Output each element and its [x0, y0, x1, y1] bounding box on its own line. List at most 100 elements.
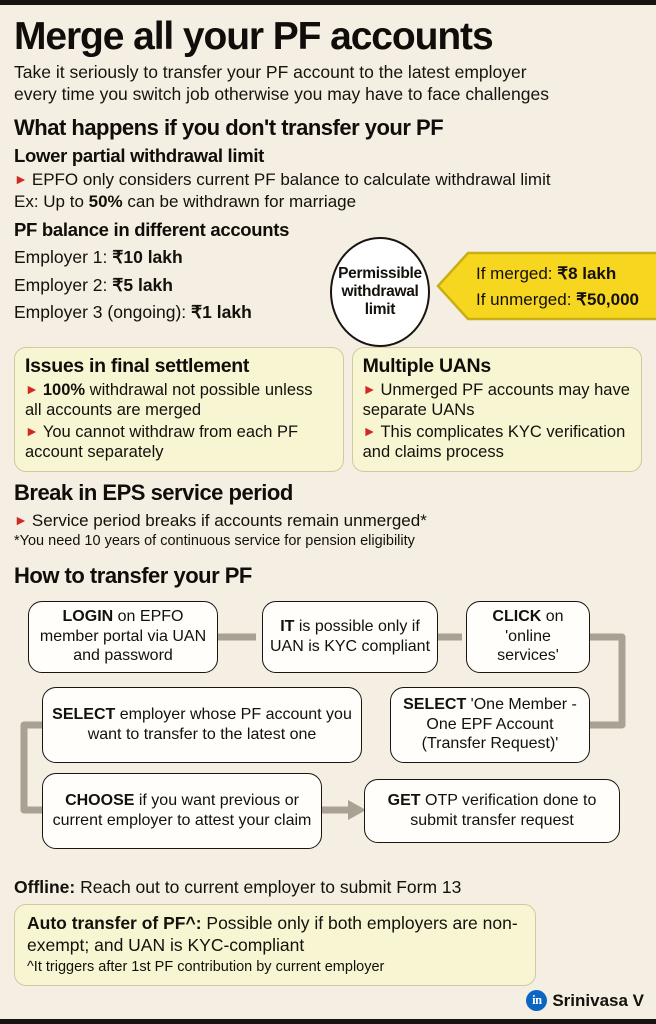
- example-prefix: Ex: Up to: [14, 191, 89, 211]
- circle-line-3: limit: [364, 301, 396, 319]
- auto-transfer-label: Auto transfer of PF^:: [27, 912, 202, 933]
- issues-final-settlement-box: Issues in final settlement ►100% withdra…: [14, 347, 344, 472]
- flow-step-click-bold: CLICK: [492, 608, 542, 626]
- flow-step-get-otp-text: GET OTP verification done to submit tran…: [371, 791, 613, 830]
- uans-bullet-1: ►Unmerged PF accounts may have separate …: [363, 380, 631, 420]
- flow-step-select-one-member[interactable]: SELECT 'One Member - One EPF Account (Tr…: [390, 686, 590, 763]
- offline-note: Offline: Reach out to current employer t…: [14, 877, 642, 898]
- flow-step-it-text: IT is possible only if UAN is KYC compli…: [269, 617, 431, 656]
- offline-text: Reach out to current employer to submit …: [75, 876, 462, 897]
- triangle-bullet-icon: ►: [14, 511, 28, 528]
- lower-limit-bullet-text: EPFO only considers current PF balance t…: [31, 169, 551, 189]
- triangle-bullet-icon: ►: [25, 381, 39, 398]
- merged-value: ₹8 lakh: [557, 264, 617, 284]
- flow-step-select-employer-rest: employer whose PF account you want to tr…: [87, 705, 352, 743]
- lower-limit-example: Ex: Up to 50% can be withdrawn for marri…: [14, 191, 642, 212]
- permissible-limit-label: Permissible withdrawal limit: [338, 265, 422, 319]
- eps-break-bullet-text: Service period breaks if accounts remain…: [31, 510, 427, 530]
- flow-step-get-otp[interactable]: GET OTP verification done to submit tran…: [364, 778, 620, 843]
- uans-bullet-2: ►This complicates KYC verification and c…: [363, 422, 631, 462]
- circle-line-1: Permissible: [338, 265, 422, 283]
- auto-transfer-box: Auto transfer of PF^: Possible only if b…: [14, 903, 536, 986]
- employer-3-label: Employer 3 (ongoing):: [14, 301, 192, 322]
- employer-2-label: Employer 2:: [14, 274, 113, 295]
- author-name: Srinivasa V: [552, 990, 644, 1010]
- triangle-bullet-icon: ►: [362, 381, 377, 398]
- page-title: Merge all your PF accounts: [14, 15, 494, 58]
- employer-1-value: ₹10 lakh: [112, 247, 183, 268]
- callout-arrow-shape: [436, 252, 656, 321]
- merged-line: If merged: ₹8 lakh: [476, 261, 656, 287]
- eps-break-footnote: *You need 10 years of continuous service…: [14, 533, 415, 550]
- footer-section: Offline: Reach out to current employer t…: [0, 877, 656, 986]
- callout-text: If merged: ₹8 lakh If unmerged: ₹50,000: [476, 261, 656, 312]
- unmerged-label: If unmerged:: [476, 289, 577, 309]
- flow-step-it[interactable]: IT is possible only if UAN is KYC compli…: [262, 600, 438, 673]
- page-subtitle: Take it seriously to transfer your PF ac…: [14, 61, 642, 106]
- auto-transfer-text: Possible only if both employers are non-…: [27, 912, 518, 955]
- issues-bullet-2: ►You cannot withdraw from each PF accoun…: [25, 422, 333, 462]
- issues-bullet-1-bold: 100%: [42, 381, 86, 400]
- employer-3-value: ₹1 lakh: [191, 301, 252, 322]
- issues-box-heading: Issues in final settlement: [25, 355, 250, 378]
- example-suffix: can be withdrawn for marriage: [122, 191, 357, 211]
- issues-bullet-1-text: withdrawal not possible unless all accou…: [25, 381, 313, 420]
- employer-2-value: ₹5 lakh: [112, 274, 173, 295]
- flow-step-select-employer-text: SELECT employer whose PF account you wan…: [49, 705, 355, 744]
- permissible-limit-circle: Permissible withdrawal limit: [330, 237, 430, 348]
- flow-step-get-otp-bold: GET: [387, 791, 421, 809]
- pf-balance-heading: PF balance in different accounts: [14, 219, 290, 241]
- flow-step-choose-rest: if you want previous or current employer…: [52, 791, 312, 829]
- triangle-bullet-icon: ►: [362, 422, 377, 439]
- multiple-uans-box: Multiple UANs ►Unmerged PF accounts may …: [351, 347, 642, 472]
- flow-step-click[interactable]: CLICK on 'online services': [466, 600, 590, 673]
- flow-step-it-bold: IT: [280, 617, 295, 635]
- flow-step-login-text: LOGIN on EPFO member portal via UAN and …: [35, 607, 211, 666]
- employer-row-2: Employer 2: ₹5 lakh: [14, 272, 252, 298]
- eps-break-bullet: ►Service period breaks if accounts remai…: [14, 510, 642, 531]
- what-happens-heading: What happens if you don't transfer your …: [14, 114, 444, 140]
- flow-step-login-rest: on EPFO member portal via UAN and passwo…: [39, 608, 207, 665]
- flow-step-choose[interactable]: CHOOSE if you want previous or current e…: [42, 772, 322, 849]
- offline-label: Offline:: [14, 876, 76, 897]
- uans-bullet-1-text: Unmerged PF accounts may have separate U…: [362, 381, 630, 420]
- flow-step-select-employer[interactable]: SELECT employer whose PF account you wan…: [42, 686, 362, 763]
- header-section: Merge all your PF accounts Take it serio…: [0, 17, 656, 106]
- employer-1-label: Employer 1:: [14, 247, 113, 268]
- circle-line-2: withdrawal: [341, 283, 419, 301]
- issue-boxes-section: Issues in final settlement ►100% withdra…: [0, 347, 656, 472]
- issues-bullet-1: ►100% withdrawal not possible unless all…: [25, 380, 333, 420]
- merged-label: If merged:: [476, 264, 558, 284]
- uans-box-heading: Multiple UANs: [362, 355, 492, 378]
- arrow-choose-to-get: [319, 799, 366, 820]
- eps-break-heading: Break in EPS service period: [14, 479, 293, 505]
- flow-step-it-rest: is possible only if UAN is KYC compliant: [269, 617, 431, 655]
- flow-step-login-bold: LOGIN: [62, 608, 114, 626]
- linkedin-icon: in: [526, 990, 548, 1011]
- flow-step-click-rest: on 'online services': [497, 608, 564, 665]
- unmerged-line: If unmerged: ₹50,000: [476, 287, 656, 313]
- eps-break-section: Break in EPS service period ►Service per…: [0, 480, 656, 551]
- auto-transfer-main: Auto transfer of PF^: Possible only if b…: [27, 912, 523, 956]
- transfer-flowchart: LOGIN on EPFO member portal via UAN and …: [14, 595, 642, 875]
- unmerged-value: ₹50,000: [576, 289, 639, 309]
- auto-transfer-footnote: ^It triggers after 1st PF contribution b…: [27, 959, 385, 976]
- issues-bullet-2-text: You cannot withdraw from each PF account…: [25, 422, 299, 461]
- flow-step-login[interactable]: LOGIN on EPFO member portal via UAN and …: [28, 600, 218, 673]
- subtitle-line-2: every time you switch job otherwise you …: [14, 84, 549, 105]
- flow-step-click-text: CLICK on 'online services': [473, 607, 583, 666]
- pf-balance-row: Employer 1: ₹10 lakh Employer 2: ₹5 lakh…: [14, 237, 656, 348]
- flow-step-choose-text: CHOOSE if you want previous or current e…: [49, 791, 315, 830]
- issue-boxes-row: Issues in final settlement ►100% withdra…: [14, 347, 642, 472]
- author-credit: in Srinivasa V: [526, 990, 644, 1011]
- employer-row-1: Employer 1: ₹10 lakh: [14, 244, 252, 270]
- employer-row-3: Employer 3 (ongoing): ₹1 lakh: [14, 299, 252, 325]
- employer-balance-list: Employer 1: ₹10 lakh Employer 2: ₹5 lakh…: [14, 243, 252, 326]
- flow-step-select-one-member-rest: 'One Member - One EPF Account (Transfer …: [421, 696, 577, 753]
- flow-step-select-employer-bold: SELECT: [52, 705, 116, 723]
- what-happens-section: What happens if you don't transfer your …: [0, 114, 656, 348]
- lower-limit-heading: Lower partial withdrawal limit: [14, 144, 265, 166]
- uans-bullet-2-text: This complicates KYC verification and cl…: [362, 422, 626, 461]
- triangle-bullet-icon: ►: [14, 170, 28, 187]
